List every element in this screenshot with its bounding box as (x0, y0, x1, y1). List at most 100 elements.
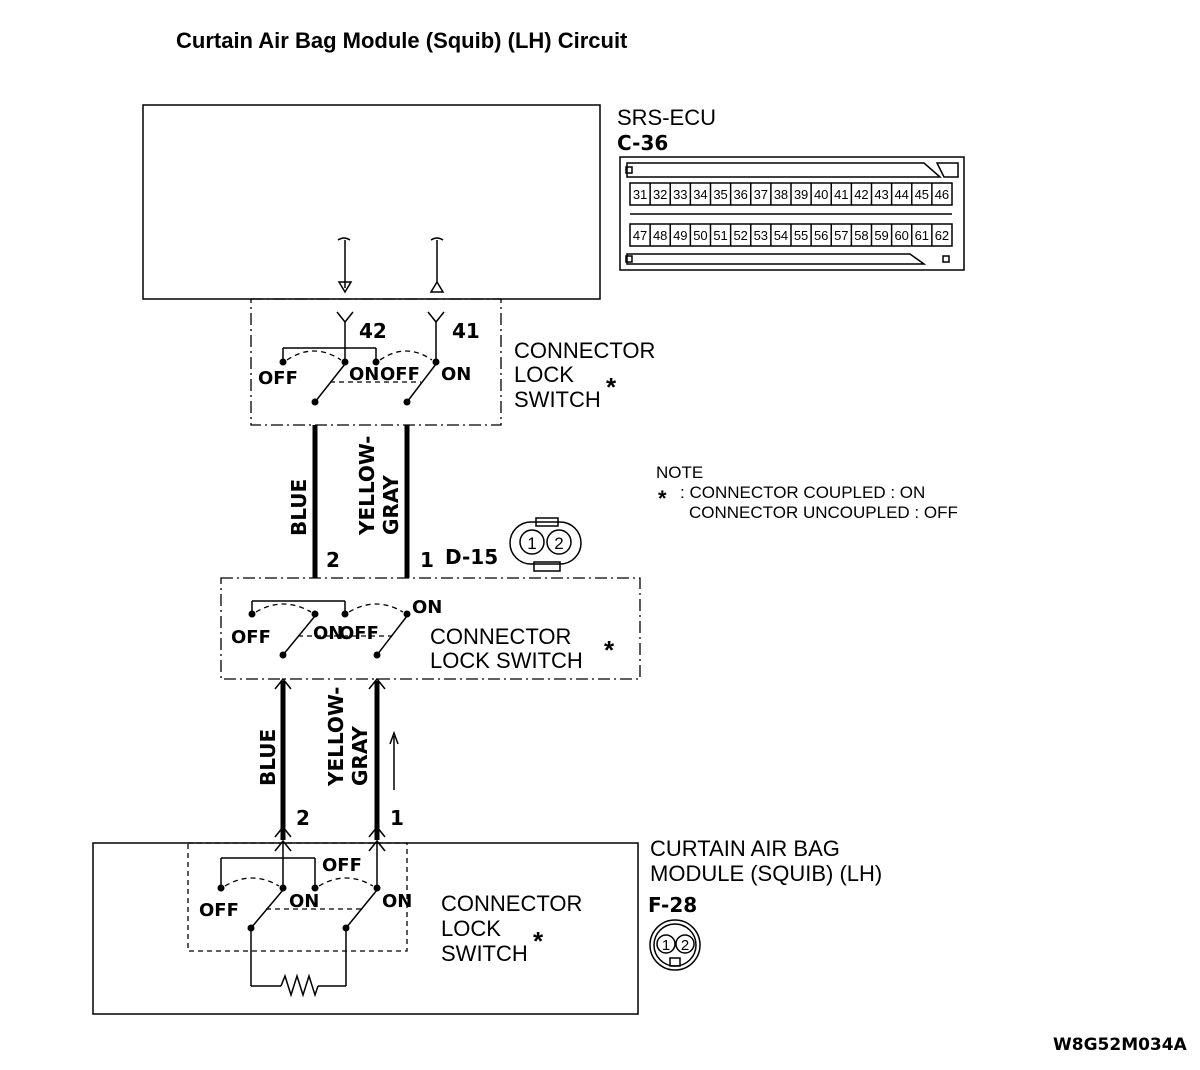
lock-switch-box-1 (250, 298, 502, 426)
lock-switch-1-label-line1: CONNECTOR (514, 338, 655, 363)
ecu-pin-57: 57 (834, 228, 848, 243)
note-line-2: CONNECTOR UNCOUPLED : OFF (689, 503, 958, 522)
d15-face-pin-1: 1 (527, 534, 536, 553)
ecu-pin-54: 54 (774, 228, 788, 243)
f28-connector-face: 1 2 (649, 919, 701, 971)
ecu-pin-52: 52 (733, 228, 747, 243)
lock-switch-1-star: * (606, 372, 617, 402)
ecu-pin-47: 47 (633, 228, 647, 243)
f28-male-arrows (274, 825, 386, 888)
switch1-off-right: OFF (380, 364, 420, 385)
wire-label-blue-lower: BLUE (256, 729, 280, 786)
current-flow-arrow-icon (389, 730, 399, 790)
ecu-pin-37: 37 (754, 187, 768, 202)
switch1-on-left: ON (349, 364, 379, 385)
ecu-pin-44: 44 (894, 187, 908, 202)
f28-connector-id: F-28 (648, 893, 697, 917)
switch3-on-left: ON (289, 891, 319, 912)
f28-pin-2: 2 (296, 806, 310, 830)
ecu-pin-39: 39 (794, 187, 808, 202)
switch2-on-right: ON (412, 597, 442, 618)
module-label-line1: CURTAIN AIR BAG (650, 836, 840, 861)
note-line-1: : CONNECTOR COUPLED : ON (680, 483, 925, 502)
lock-switch-1-label-line2: LOCK (514, 362, 574, 387)
d15-pin-1: 1 (420, 548, 434, 572)
figure-code: W8G52M034A (1053, 1035, 1188, 1055)
switch1-off-left: OFF (258, 368, 298, 389)
curtain-air-bag-module-box (92, 842, 639, 1015)
wire-label-yellow-upper-2: GRAY (379, 475, 403, 535)
ecu-pin-49: 49 (673, 228, 687, 243)
switch1-on-right: ON (441, 364, 471, 385)
f28-face-pin-2: 2 (681, 937, 689, 954)
lock-switch-3-label-line2: LOCK (441, 916, 501, 941)
ecu-terminal-42: 42 (359, 319, 387, 343)
ecu-pin-56: 56 (814, 228, 828, 243)
note-star: * (658, 486, 667, 511)
d15-connector-face: 1 2 (509, 517, 582, 572)
ecu-pin-32: 32 (653, 187, 667, 202)
ecu-pin-50: 50 (693, 228, 707, 243)
switch2-off-left: OFF (231, 627, 271, 648)
wire-label-blue-upper: BLUE (287, 479, 311, 536)
switch3-off-right: OFF (322, 855, 362, 876)
ecu-pin-58: 58 (854, 228, 868, 243)
lock-switch-2-label-line1: CONNECTOR (430, 624, 571, 649)
ecu-terminal-41: 41 (452, 319, 480, 343)
ecu-pin-46: 46 (935, 187, 949, 202)
lock-switch-1-label-line3: SWITCH (514, 387, 601, 412)
lock-switch-3-star: * (533, 926, 544, 956)
lock-switch-box-3 (187, 842, 408, 952)
ecu-pin-60: 60 (894, 228, 908, 243)
note-heading: NOTE (656, 463, 703, 482)
lock-switch-2-star: * (604, 635, 615, 665)
ecu-pin-38: 38 (774, 187, 788, 202)
lock-switch-3-label-line3: SWITCH (441, 941, 528, 966)
lock-switch-1-contacts (279, 347, 440, 406)
ecu-connector-terminals (336, 311, 445, 362)
lock-switch-2-label-line2: LOCK SWITCH (430, 648, 583, 673)
ecu-pin-53: 53 (754, 228, 768, 243)
lock-switch-3-label-line1: CONNECTOR (441, 891, 582, 916)
d15-male-arrows (274, 677, 386, 690)
wire-label-yellow-lower-1: YELLOW- (324, 687, 348, 787)
ecu-pin-row-bottom: 47 48 49 50 51 52 53 54 55 56 57 58 59 60 61 62 (633, 224, 949, 246)
ecu-pin-31: 31 (633, 187, 647, 202)
ecu-pin-59: 59 (874, 228, 888, 243)
lock-switch-box-2 (220, 577, 641, 680)
wire-label-yellow-upper-1: YELLOW- (355, 436, 379, 536)
ecu-pin-45: 45 (915, 187, 929, 202)
d15-connector-id: D-15 (445, 545, 498, 569)
ecu-connector-id: C-36 (617, 131, 668, 155)
f28-pin-1: 1 (390, 806, 404, 830)
switch3-off-left: OFF (199, 900, 239, 921)
f28-face-pin-1: 1 (662, 937, 670, 954)
squib-resistor-icon (250, 928, 347, 998)
d15-face-pin-2: 2 (554, 534, 563, 553)
ecu-pin-43: 43 (874, 187, 888, 202)
srs-ecu-box (142, 104, 601, 300)
d15-pin-2: 2 (326, 548, 340, 572)
ecu-terminal-arrows (337, 237, 445, 294)
module-label-line2: MODULE (SQUIB) (LH) (650, 861, 882, 886)
ecu-pin-61: 61 (915, 228, 929, 243)
switch3-on-right: ON (382, 891, 412, 912)
switch2-on-left: ON (313, 623, 343, 644)
ecu-pin-51: 51 (713, 228, 727, 243)
switch2-off-right: OFF (339, 623, 379, 644)
ecu-pin-42: 42 (854, 187, 868, 202)
ecu-pin-55: 55 (794, 228, 808, 243)
ecu-pin-62: 62 (935, 228, 949, 243)
ecu-pin-41: 41 (834, 187, 848, 202)
ecu-pin-34: 34 (693, 187, 707, 202)
ecu-pin-35: 35 (713, 187, 727, 202)
ecu-pin-48: 48 (653, 228, 667, 243)
diagram-title: Curtain Air Bag Module (Squib) (LH) Circ… (176, 28, 628, 53)
wire-label-yellow-lower-2: GRAY (348, 726, 372, 786)
lock-switch-3-contacts (217, 857, 381, 932)
srs-ecu-label: SRS-ECU (617, 105, 716, 130)
ecu-pin-36: 36 (733, 187, 747, 202)
ecu-pin-33: 33 (673, 187, 687, 202)
